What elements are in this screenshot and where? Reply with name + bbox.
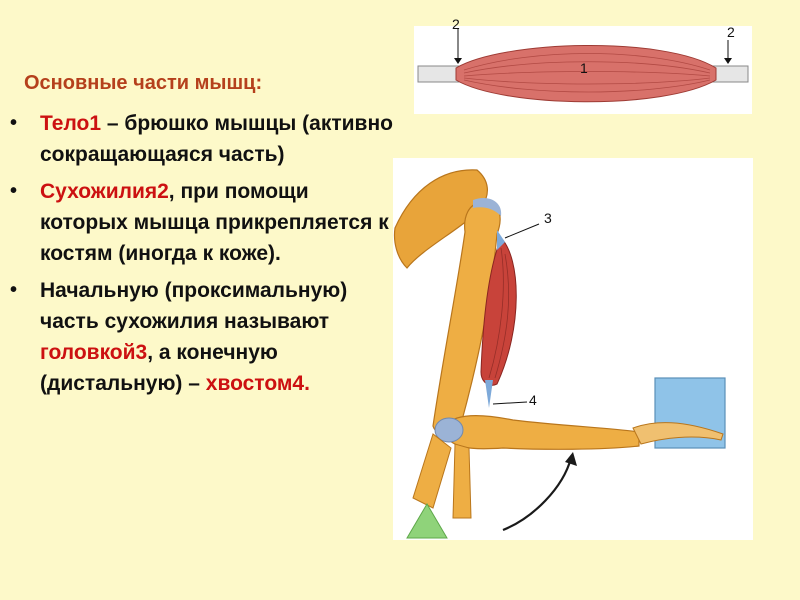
- bullet-body-text: – брюшко мышцы (активно сокращающаяся ча…: [40, 112, 393, 166]
- bullet-head-tail: • Начальную (проксимальную) часть сухожи…: [10, 275, 395, 399]
- muscle-fibers: [463, 53, 711, 93]
- bullet-tendons-text: , при помощи которых мышца прикрепляется…: [40, 180, 389, 265]
- term-body: Тело1: [40, 112, 102, 135]
- pointer-arrow-left: [454, 58, 462, 64]
- muscle-illustration: [417, 28, 749, 103]
- bullet-head-tail-text-start: Начальную (проксимальную) часть сухожили…: [40, 279, 348, 333]
- muscle-diagram: 2 2 1: [414, 16, 752, 114]
- bullet-tendons: • Сухожилия2, при помощи которых мышца п…: [10, 176, 395, 269]
- term-tendons: Сухожилия2: [40, 180, 169, 203]
- bullet-head-tail-text-mid: , а конечную (дистальную) –: [40, 341, 278, 395]
- rotation-arrow: [502, 457, 573, 532]
- label-tendon-left: 2: [452, 16, 460, 32]
- term-tail: хвостом4.: [205, 372, 310, 395]
- hand: [632, 422, 724, 445]
- pointer-line-tail: [492, 401, 528, 405]
- lower-bones-2: [452, 443, 472, 519]
- tendon-left: [417, 65, 463, 83]
- pointer-arrow-right: [724, 58, 732, 64]
- lower-bones: [412, 433, 452, 509]
- arm-diagram: 3 4: [393, 158, 753, 540]
- arm-illustration: [393, 169, 726, 539]
- bullet-list: • Тело1 – брюшко мышцы (активно сокращаю…: [10, 108, 395, 405]
- support-triangle: [406, 503, 448, 539]
- term-head: головкой3: [40, 341, 148, 364]
- muscle-belly: [455, 44, 717, 103]
- shoulder-joint: [473, 197, 502, 216]
- elbow-joint: [434, 417, 464, 443]
- bullet-body: • Тело1 – брюшко мышцы (активно сокращаю…: [10, 108, 395, 170]
- pointer-line-head: [504, 223, 540, 239]
- label-tail: 4: [529, 392, 537, 408]
- tendon-head: [497, 230, 505, 250]
- label-head: 3: [544, 210, 552, 226]
- bullet-marker: •: [10, 279, 18, 301]
- slide-heading: Основные части мышц:: [24, 72, 263, 94]
- rotation-arrowhead: [565, 452, 577, 466]
- label-tendon-right: 2: [727, 24, 735, 40]
- bullet-marker: •: [10, 180, 18, 202]
- forearm: [442, 414, 640, 450]
- bullet-marker: •: [10, 112, 18, 134]
- label-belly: 1: [580, 60, 588, 76]
- biceps-fibers: [488, 247, 510, 379]
- tendon-tail: [485, 380, 493, 408]
